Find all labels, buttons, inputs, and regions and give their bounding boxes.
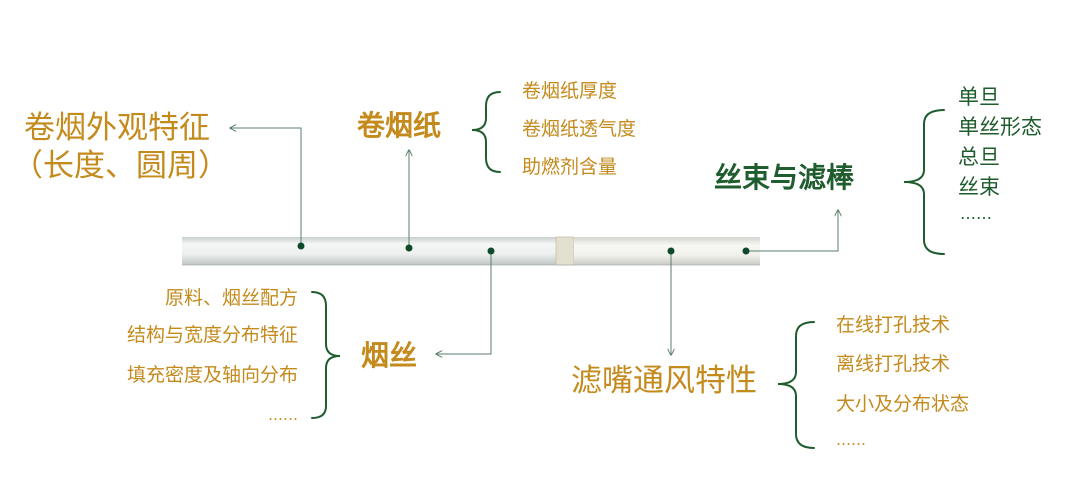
connectors [230,128,838,355]
connector-dots [297,242,750,255]
brace-paper [471,91,501,173]
tobacco-title: 烟丝 [361,339,418,372]
dot-paper [405,244,413,252]
paper-item-1: 卷烟纸厚度 [522,80,618,102]
braces [311,91,945,449]
dot-ventilation [667,247,675,255]
appearance-title-line2: （长度、圆周） [12,148,229,184]
ventilation-item-4: …… [836,431,866,449]
connector-tobacco [436,251,492,354]
tow-title: 丝束与滤棒 [714,161,855,194]
tow-item-5: …… [960,204,992,223]
appearance-title-line1: 卷烟外观特征 [24,110,210,146]
tobacco-item-3: 填充密度及轴向分布 [126,364,298,386]
dot-tobacco [487,247,495,255]
cigarette-rod [182,237,558,265]
cigarette [182,236,760,266]
tobacco-item-4: …… [268,406,298,424]
tow-item-3: 总旦 [958,145,1000,169]
paper-item-2: 卷烟纸透气度 [522,118,637,140]
dot-tow [742,247,750,255]
tobacco-item-1: 原料、烟丝配方 [164,287,298,309]
connector-tow [746,210,838,252]
tow-item-1: 单旦 [958,85,1000,109]
tow-item-2: 单丝形态 [958,115,1042,139]
brace-tobacco [311,291,341,419]
brace-ventilation [777,321,815,449]
paper-title: 卷烟纸 [357,109,442,142]
brace-tow [903,109,945,255]
tobacco-item-2: 结构与宽度分布特征 [126,324,298,346]
connector-appearance [230,128,302,246]
ventilation-item-1: 在线打孔技术 [836,314,951,336]
ventilation-title: 滤嘴通风特性 [571,363,757,399]
cigarette-band [555,236,575,266]
cigarette-filter [574,237,760,265]
paper-item-3: 助燃剂含量 [522,156,618,178]
dot-appearance [297,242,305,250]
ventilation-item-3: 大小及分布状态 [836,393,970,415]
ventilation-item-2: 离线打孔技术 [836,353,951,375]
tow-item-4: 丝束 [958,175,1000,199]
